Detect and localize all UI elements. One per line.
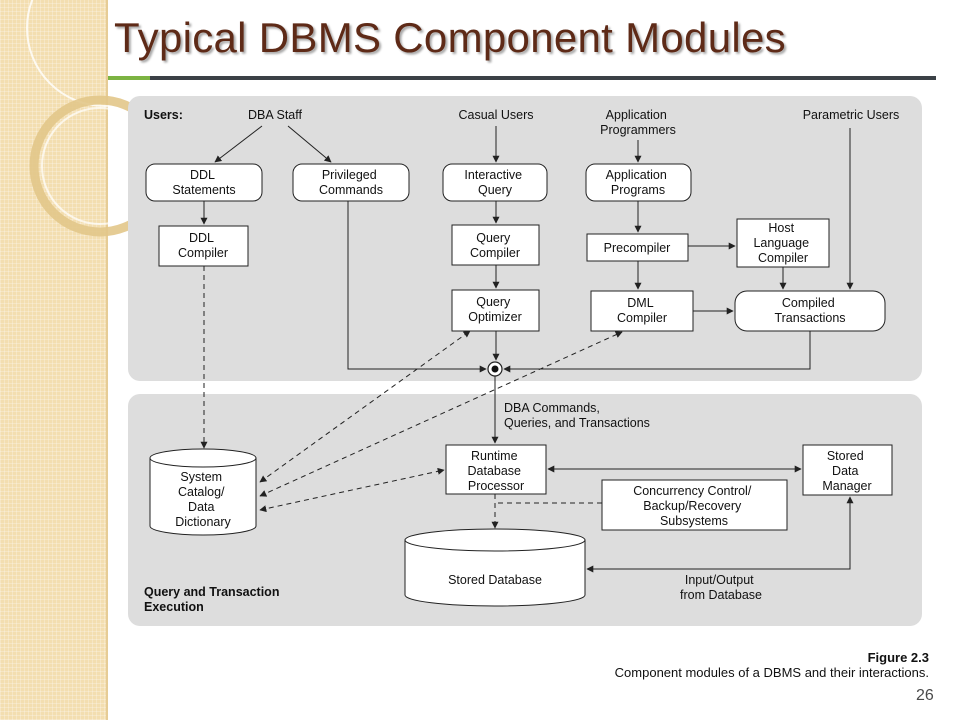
ddl-compiler-box [158, 225, 249, 267]
interactive-query-box [442, 163, 548, 202]
users-label: Users: [144, 108, 183, 122]
dashed-catalog-runtime [259, 467, 445, 513]
ddl-statements-line-2: Statements [172, 183, 235, 197]
dba-commands-line-2: Queries, and Transactions [504, 416, 650, 430]
stored-data-manager-line-3: Manager [822, 479, 871, 493]
stored-data-manager-box [802, 444, 893, 496]
dashed-catalog-optimizer [259, 330, 471, 483]
query-compiler-line-1: Query [476, 231, 511, 245]
ddl-statements-line-1: DDL [190, 168, 215, 182]
concurrency-control-line-3: Subsystems [660, 514, 728, 528]
io-from-database-line-1: Input/Output [685, 573, 754, 587]
host-language-compiler-line-2: Language [753, 236, 809, 250]
stored-database-text: Stored Database [448, 573, 542, 587]
privileged-commands-box [292, 163, 410, 202]
query-execution-line-1: Query and Transaction [144, 585, 279, 599]
precompiler-box [586, 233, 689, 262]
compiled-transactions-text: Compiled Transactions [774, 296, 845, 325]
ddl-statements-text: DDL Statements [172, 168, 235, 197]
figure-label: Figure 2.3 [867, 650, 929, 665]
stored-data-manager-text: Stored Data Manager [822, 449, 871, 493]
system-catalog-line-2: Catalog/ [178, 485, 225, 499]
figure-caption-text: Component modules of a DBMS and their in… [614, 665, 929, 680]
slide-title: Typical DBMS Component Modules [114, 14, 786, 61]
query-optimizer-line-2: Optimizer [468, 310, 521, 324]
runtime-processor-box [445, 444, 547, 495]
compiled-transactions-line-2: Transactions [774, 311, 845, 325]
arrow-database-data-manager [586, 496, 854, 573]
ddl-compiler-line-1: DDL [189, 231, 214, 245]
runtime-processor-line-2: Database [468, 464, 522, 478]
interactive-query-line-2: Query [478, 183, 513, 197]
interactive-query-text: Interactive Query [464, 168, 525, 197]
privileged-commands-text: Privileged Commands [319, 168, 383, 197]
application-programs-text: Application Programs [606, 168, 671, 197]
privileged-commands-line-1: Privileged [322, 168, 377, 182]
system-catalog-line-3: Data [188, 500, 214, 514]
stored-data-manager-line-1: Stored [827, 449, 864, 463]
privileged-commands-line-2: Commands [319, 183, 383, 197]
concurrency-control-line-1: Concurrency Control/ [633, 484, 752, 498]
query-optimizer-box [451, 289, 540, 332]
query-compiler-text: Query Compiler [470, 231, 520, 260]
dml-compiler-box [590, 290, 694, 332]
io-from-database-line-2: from Database [680, 588, 762, 602]
junction-node-center [491, 365, 499, 373]
runtime-processor-text: Runtime Database Processor [468, 449, 525, 493]
dml-compiler-line-1: DML [627, 296, 653, 310]
host-language-compiler-box [736, 218, 830, 268]
system-catalog-line-4: Dictionary [175, 515, 231, 529]
query-optimizer-text: Query Optimizer [468, 295, 521, 324]
interactive-query-line-1: Interactive [464, 168, 522, 182]
system-catalog-line-1: System [180, 470, 222, 484]
host-language-compiler-line-3: Compiler [758, 251, 808, 265]
arrow-dba-to-privileged [287, 125, 332, 163]
runtime-processor-line-3: Processor [468, 479, 524, 493]
dml-compiler-text: DML Compiler [617, 296, 667, 325]
stored-data-manager-line-2: Data [832, 464, 858, 478]
runtime-processor-line-1: Runtime [471, 449, 518, 463]
query-execution-line-2: Execution [144, 600, 204, 614]
application-programs-line-2: Programs [611, 183, 665, 197]
figure-caption: Figure 2.3 Component modules of a DBMS a… [545, 650, 929, 680]
decorative-circles [26, 0, 140, 237]
app-programmers-line-2: Programmers [600, 123, 676, 137]
io-from-database-text: Input/Output from Database [680, 573, 762, 602]
query-compiler-box [451, 224, 540, 266]
app-programmers-line-1: Application [606, 108, 667, 122]
app-programmers-label: Application Programmers [600, 108, 676, 137]
compiled-transactions-line-1: Compiled [782, 296, 835, 310]
arrow-dba-to-ddl-statements [214, 125, 263, 163]
host-language-compiler-text: Host Language Compiler [753, 221, 812, 265]
query-optimizer-line-1: Query [476, 295, 511, 309]
dml-compiler-line-2: Compiler [617, 311, 667, 325]
concurrency-control-line-2: Backup/Recovery [643, 499, 742, 513]
page-number: 26 [916, 687, 934, 704]
host-language-compiler-line-1: Host [768, 221, 794, 235]
system-catalog-text: System Catalog/ Data Dictionary [175, 470, 231, 529]
dba-commands-label: DBA Commands, Queries, and Transactions [504, 401, 650, 430]
title-rule-accent [108, 76, 150, 80]
dba-commands-line-1: DBA Commands, [504, 401, 600, 415]
system-catalog-cylinder [149, 448, 257, 536]
parametric-users-label: Parametric Users [803, 108, 900, 122]
casual-users-label: Casual Users [458, 108, 533, 122]
application-programs-line-1: Application [606, 168, 667, 182]
ddl-compiler-text: DDL Compiler [178, 231, 228, 260]
dba-staff-label: DBA Staff [248, 108, 302, 122]
query-execution-label: Query and Transaction Execution [144, 585, 283, 614]
title-rule [150, 76, 936, 80]
arrow-compiled-to-junction [503, 331, 811, 373]
stored-database-cylinder [404, 528, 586, 607]
query-compiler-line-2: Compiler [470, 246, 520, 260]
precompiler-text: Precompiler [604, 241, 671, 255]
ddl-compiler-line-2: Compiler [178, 246, 228, 260]
